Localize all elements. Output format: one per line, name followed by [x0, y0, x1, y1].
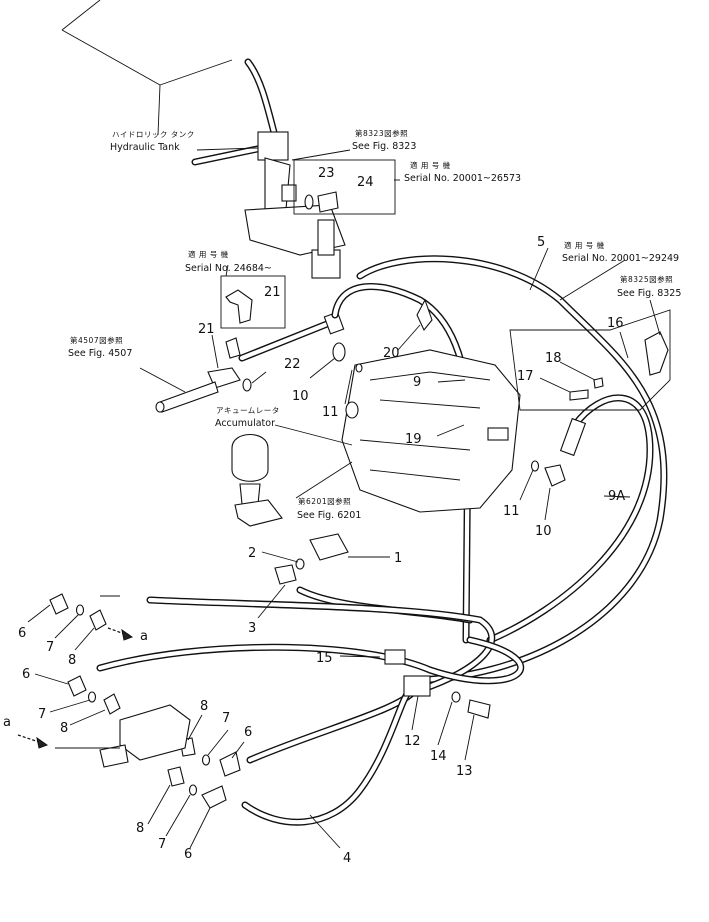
fig-4507-label: See Fig. 4507	[68, 348, 132, 359]
callout-20: 20	[383, 346, 400, 361]
clamp-12	[384, 649, 491, 719]
callout-numbers: 1 2 3 4 5 6 6 6 6 7 7 7 7 8 8 8 8 9 9A 1…	[3, 166, 625, 866]
detail-box-21	[220, 275, 286, 329]
callout-17: 17	[517, 369, 534, 384]
callout-3: 3	[248, 621, 256, 636]
hydraulic-tank-label: Hydraulic Tank	[110, 142, 180, 153]
right-fittings	[530, 331, 669, 487]
callout-9a: 9A	[608, 489, 625, 504]
callout-7-a: 7	[46, 640, 54, 655]
fig-6201-jp-label: 第6201図参照	[298, 496, 351, 506]
hydraulic-tank-outline	[61, 0, 233, 136]
left-fittings	[49, 593, 241, 809]
callout-4: 4	[343, 851, 351, 866]
callout-19: 19	[405, 432, 422, 447]
callout-10-a: 10	[292, 389, 309, 404]
callout-21-a: 21	[264, 285, 281, 300]
callout-5: 5	[537, 235, 545, 250]
callout-1: 1	[394, 551, 402, 566]
serial-26573-jp-label: 適 用 号 機	[410, 160, 451, 170]
tank-pipe-assembly	[191, 58, 346, 279]
callout-24: 24	[357, 175, 374, 190]
callout-23: 23	[318, 166, 335, 181]
callout-6-b: 6	[22, 667, 30, 682]
connection-mark-a-right: a	[140, 629, 148, 644]
serial-24684-jp-label: 適 用 号 機	[188, 249, 229, 259]
left-fitting-21	[155, 337, 252, 413]
callout-7-c: 7	[222, 711, 230, 726]
accumulator-label: Accumulator	[215, 418, 275, 429]
accumulator-jp-label: アキュームレータ	[216, 406, 280, 415]
block-1	[274, 533, 349, 585]
callout-11-a: 11	[322, 405, 339, 420]
detail-box-16-18	[509, 309, 671, 411]
callout-21-b: 21	[198, 322, 215, 337]
serial-29249-label: Serial No. 20001~29249	[562, 253, 679, 264]
accumulator	[231, 434, 283, 527]
callout-6-a: 6	[18, 626, 26, 641]
callout-14: 14	[430, 749, 447, 764]
leader-lines	[27, 147, 661, 849]
callout-9: 9	[413, 375, 421, 390]
fig-8323-label: See Fig. 8323	[352, 141, 416, 152]
callout-7-d: 7	[158, 837, 166, 852]
callout-18: 18	[545, 351, 562, 366]
lower-manifold-block	[99, 704, 191, 768]
connection-arrows	[17, 627, 134, 749]
serial-24684-label: Serial No. 24684~	[185, 263, 272, 274]
callout-15: 15	[316, 651, 333, 666]
callout-10-b: 10	[535, 524, 552, 539]
callout-8-d: 8	[136, 821, 144, 836]
serial-29249-jp-label: 適 用 号 機	[564, 240, 605, 250]
serial-26573-label: Serial No. 20001~26573	[404, 173, 521, 184]
control-valve	[332, 342, 521, 513]
callout-8-b: 8	[60, 721, 68, 736]
callout-2: 2	[248, 546, 256, 561]
fig-4507-jp-label: 第4507図参照	[70, 335, 123, 345]
fig-8323-jp-label: 第8323図参照	[355, 128, 408, 138]
hoses-lower	[96, 586, 525, 826]
callout-22: 22	[284, 357, 301, 372]
callout-16: 16	[607, 316, 624, 331]
callout-8-c: 8	[200, 699, 208, 714]
callout-8-a: 8	[68, 653, 76, 668]
callout-7-b: 7	[38, 707, 46, 722]
hydraulic-tank-jp-label: ハイドロリック タンク	[112, 130, 195, 139]
fig-6201-label: See Fig. 6201	[297, 510, 361, 521]
fig-8325-jp-label: 第8325図参照	[620, 274, 673, 284]
callout-13: 13	[456, 764, 473, 779]
detail-box-23-24	[293, 159, 396, 215]
callout-6-d: 6	[184, 847, 192, 862]
callout-12: 12	[404, 734, 421, 749]
callout-11-b: 11	[503, 504, 520, 519]
fig-8325-label: See Fig. 8325	[617, 288, 681, 299]
annotation-labels: ハイドロリック タンク Hydraulic Tank 第8323図参照 See …	[68, 128, 681, 521]
callout-6-c: 6	[244, 725, 252, 740]
connection-mark-a-left: a	[3, 715, 11, 730]
